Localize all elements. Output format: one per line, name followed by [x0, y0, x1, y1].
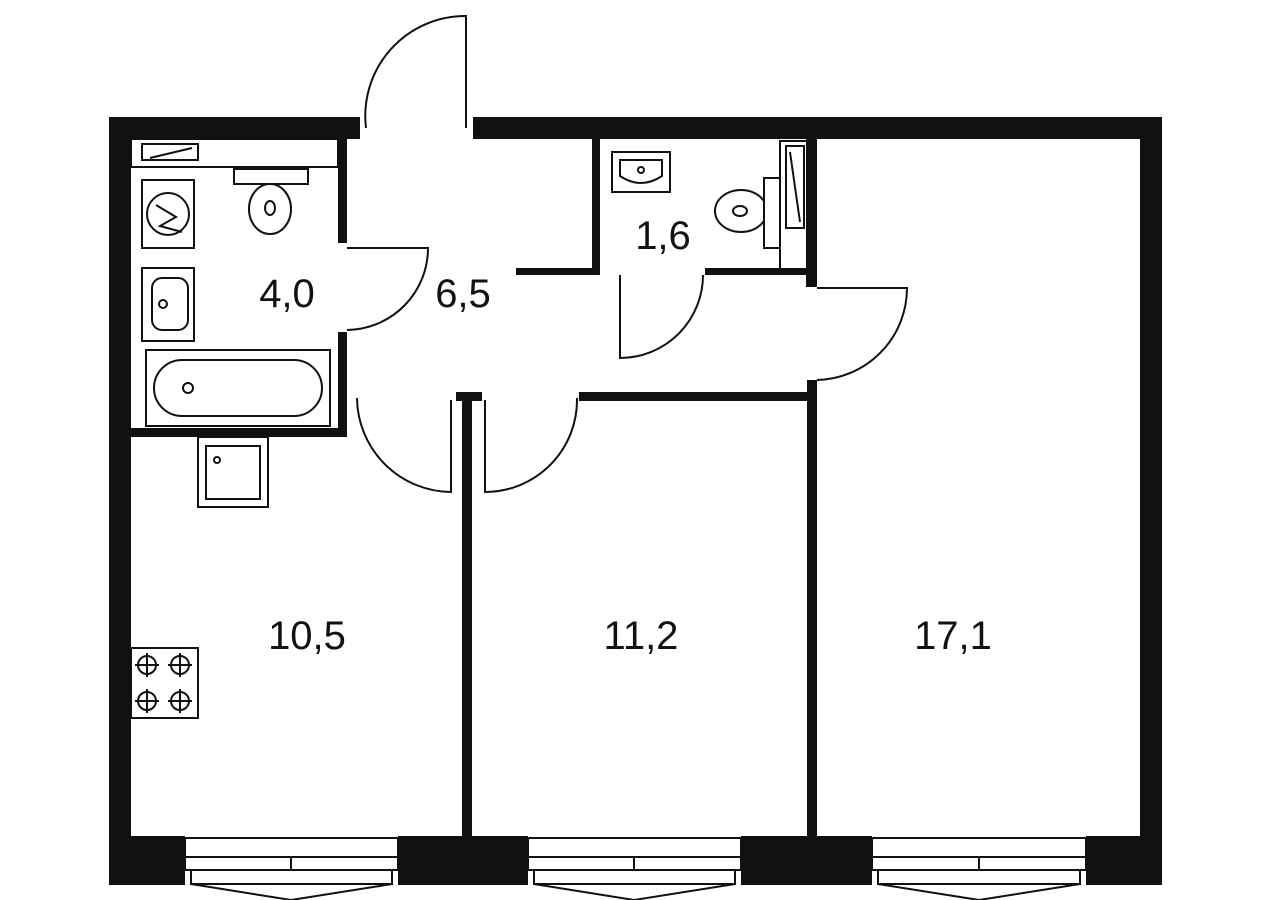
area-bedroom: 11,2: [604, 614, 679, 658]
bathroom-fixtures: [130, 138, 339, 427]
area-living-room: 17,1: [914, 614, 992, 658]
wall-bedroom-living: [807, 380, 817, 836]
toilet-room-fixtures: [611, 140, 808, 270]
stove-burners: [135, 653, 192, 713]
wall-top-left: [109, 117, 360, 139]
wall-bath-bottom: [131, 428, 347, 437]
interior-walls: [131, 139, 817, 836]
doors: [346, 14, 909, 494]
room-labels: 4,0 6,5 1,6 10,5 11,2 17,1: [259, 214, 992, 658]
toilet-icon: [248, 183, 292, 235]
wc-toilet-icon: [714, 189, 768, 233]
wall-wc-left: [592, 139, 600, 275]
wall-wc-bottom: [705, 268, 809, 275]
wall-bath-right-lower: [338, 332, 347, 436]
wall-hall-bottom-right: [579, 392, 817, 401]
wall-top-right: [473, 117, 1162, 139]
door-kitchen: [356, 397, 452, 494]
wall-kitchen-bedroom: [462, 392, 472, 836]
wall-wc-right: [806, 139, 817, 287]
area-bathroom: 4,0: [259, 272, 315, 316]
wall-corridor-stub: [516, 268, 600, 275]
door-bedroom: [484, 397, 579, 494]
exterior-walls: [109, 117, 1162, 885]
area-toilet: 1,6: [635, 214, 691, 258]
kitchen-sink-icon: [197, 436, 269, 508]
window-kitchen: [184, 837, 399, 900]
door-bathroom: [346, 247, 430, 331]
window-living-room: [871, 837, 1087, 900]
area-hallway: 6,5: [435, 272, 491, 316]
kitchen-fixtures: [130, 436, 269, 719]
window-bedroom: [527, 837, 742, 900]
wall-left: [109, 117, 131, 885]
windows: [184, 837, 1087, 900]
toilet-tank: [233, 168, 309, 185]
door-entrance: [364, 14, 467, 129]
door-toilet: [619, 274, 704, 360]
washing-machine-icon: [141, 179, 195, 249]
wall-bottom-3: [741, 836, 872, 885]
wall-bottom-1: [109, 836, 185, 885]
door-living-room: [816, 287, 909, 381]
wall-bottom-2: [398, 836, 528, 885]
area-kitchen: 10,5: [268, 614, 346, 658]
wc-toilet-tank: [763, 177, 782, 249]
bathtub-icon: [145, 349, 331, 427]
wall-right: [1140, 117, 1162, 885]
wall-bottom-4: [1086, 836, 1162, 885]
wall-bath-right-upper: [338, 139, 347, 243]
